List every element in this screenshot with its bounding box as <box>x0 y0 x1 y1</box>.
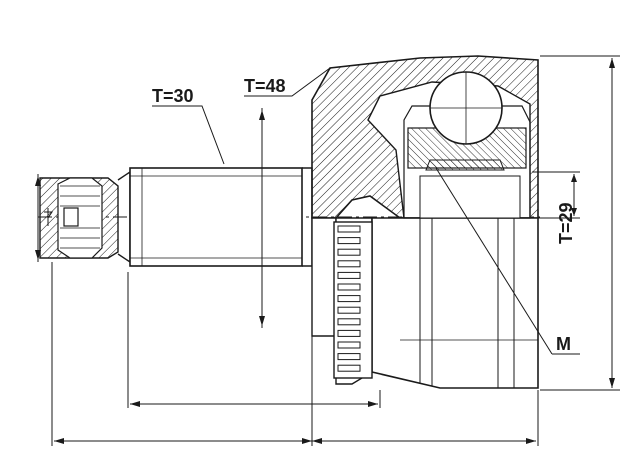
abs-tooth <box>337 237 361 245</box>
ball-cage <box>403 71 531 219</box>
label-m: M <box>556 334 571 354</box>
abs-tone-ring <box>333 221 373 379</box>
abs-tooth <box>337 225 361 233</box>
outer-spline-shaft <box>129 167 303 267</box>
thread-stub <box>39 177 119 259</box>
leader-t30 <box>152 105 225 165</box>
abs-tooth <box>337 295 361 303</box>
abs-tooth <box>337 329 361 337</box>
leader-m <box>435 167 553 355</box>
abs-tooth <box>337 271 361 279</box>
abs-tooth <box>337 353 361 361</box>
label-t30: T=30 <box>152 86 194 106</box>
leader-t48 <box>244 67 331 97</box>
label-t48: T=48 <box>244 76 286 96</box>
abs-tooth <box>337 248 361 256</box>
label-t29: T=29 <box>556 202 576 244</box>
abs-tooth <box>337 364 361 372</box>
abs-tooth <box>337 306 361 314</box>
abs-tooth <box>337 318 361 326</box>
abs-tooth <box>337 283 361 291</box>
abs-tooth <box>337 341 361 349</box>
dimension-lines <box>35 55 620 446</box>
abs-tooth <box>337 260 361 268</box>
